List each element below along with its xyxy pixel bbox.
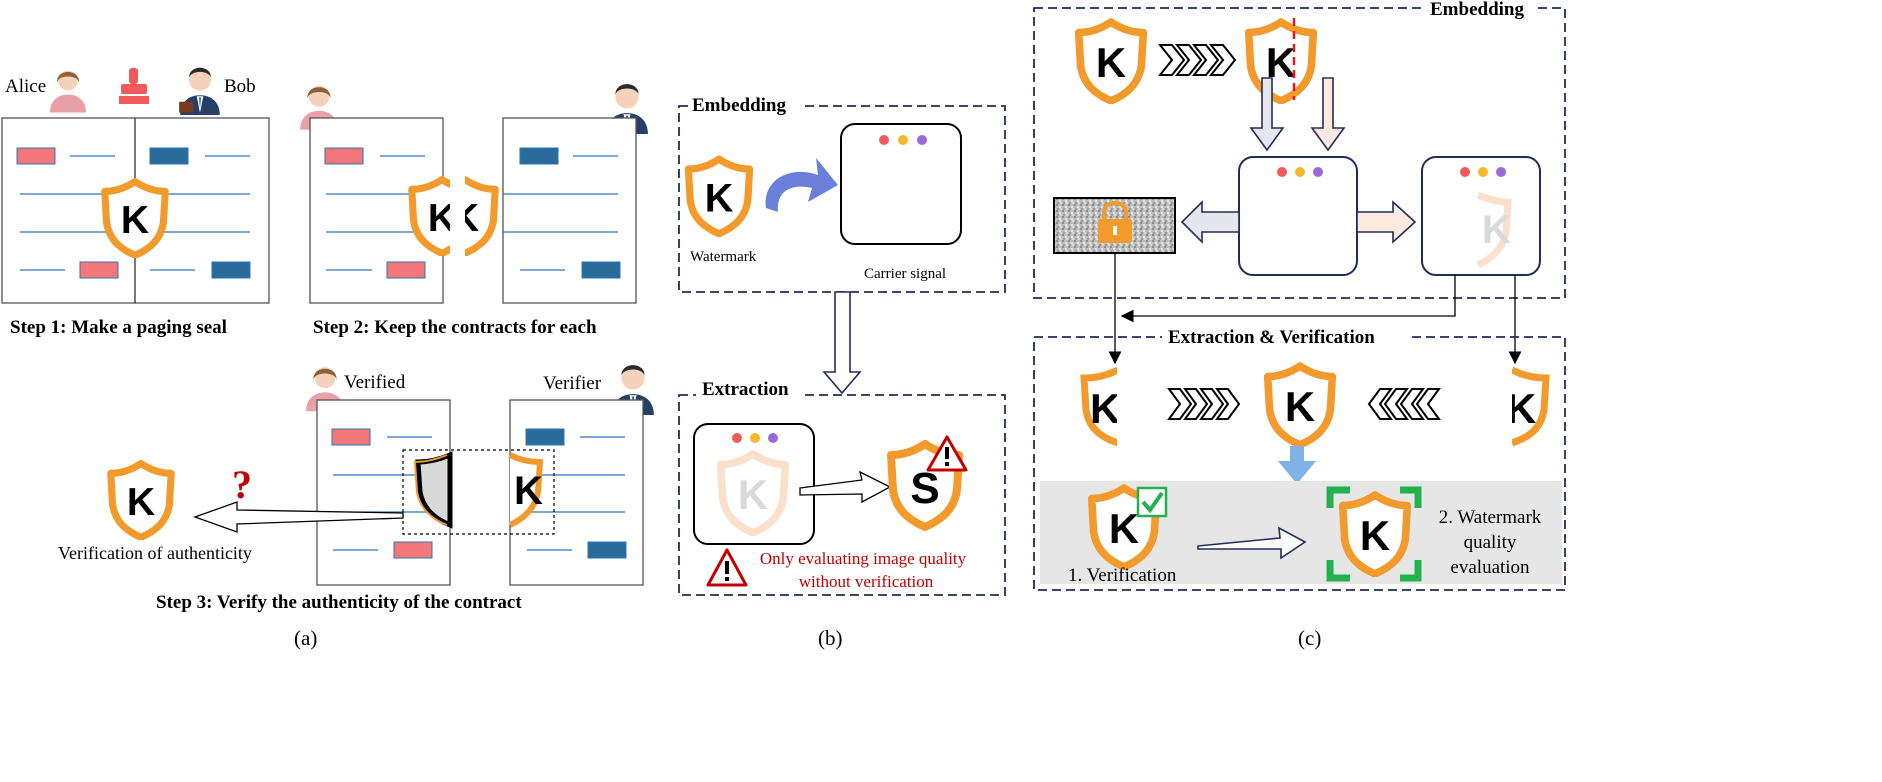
carrier-window-a	[1238, 156, 1358, 276]
left-half-shield-icon: K	[1080, 365, 1157, 449]
carrier-signal-label: Carrier signal	[864, 266, 946, 282]
extraction-title: Extraction	[702, 379, 789, 400]
extracted-image-window	[693, 423, 815, 545]
extraction-box	[678, 394, 1006, 596]
embedding-title: Embedding	[1430, 0, 1524, 20]
comparison-box	[402, 449, 555, 535]
quality-arrow	[1197, 526, 1307, 560]
bob-avatar	[179, 67, 220, 115]
faded-half-letter: K	[1482, 208, 1511, 252]
embedding-box	[1033, 7, 1566, 299]
joined-contract	[1, 117, 270, 304]
figure-canvas: K K	[1, 0, 1566, 650]
embed-right-arrow	[1310, 77, 1346, 152]
verified-label: Verified	[344, 372, 406, 393]
carrier-signal-window	[840, 123, 962, 245]
panel-a: Alice Bob Step 1: Make	[1, 67, 654, 650]
left-half-letter: K	[1090, 385, 1120, 432]
focus-frame-icon	[1326, 486, 1422, 582]
warning-icon	[926, 435, 968, 472]
verifier-contract: K	[508, 399, 644, 586]
check-icon	[1136, 486, 1168, 518]
panel-a-caption: (a)	[294, 626, 317, 650]
verification-of-authenticity-label: Verification of authenticity	[58, 543, 252, 563]
down-arrow-icon	[1278, 446, 1316, 484]
shield-k-icon	[105, 182, 165, 256]
shield-k-icon	[111, 464, 171, 538]
step3-label: Step 3: Verify the authenticity of the c…	[156, 592, 522, 613]
step1-label: Step 1: Make a paging seal	[10, 317, 227, 338]
shield-half-right-icon	[508, 452, 544, 528]
lock-icon	[1102, 201, 1128, 220]
bob-label: Bob	[224, 76, 256, 97]
right-half-shield-icon: K	[1474, 365, 1550, 449]
faded-half-shield-icon	[1476, 191, 1512, 269]
watermark-shield-icon	[688, 159, 749, 234]
panel-b-caption: (b)	[818, 626, 843, 650]
watermark-label: Watermark	[690, 249, 757, 265]
watermark-shield-icon	[1079, 22, 1144, 101]
quality-label-line-1: 2. Watermark	[1439, 507, 1542, 528]
panel-c: Embedding K	[1033, 0, 1566, 650]
verifier-label: Verifier	[543, 373, 602, 394]
flow-arrow-merge	[1120, 275, 1456, 323]
panel-b: Embedding Watermark Carrier signal Extra…	[678, 92, 1006, 650]
shield-half-letter: K	[514, 469, 543, 513]
faded-watermark-icon	[721, 454, 786, 533]
step2-label: Step 2: Keep the contracts for each	[313, 317, 597, 338]
embed-curved-arrow	[765, 158, 838, 212]
shield-half-left-icon	[412, 180, 472, 254]
warning-line-1: Only evaluating image quality	[760, 549, 967, 568]
verification-label: 1. Verification	[1068, 565, 1177, 586]
stamp-icon	[119, 68, 149, 104]
carrier-window-b: K	[1421, 156, 1541, 276]
chevron-right-icon	[1157, 44, 1237, 76]
panel-c-caption: (c)	[1298, 626, 1321, 650]
extraction-arrow	[799, 470, 892, 504]
encrypt-arrow	[1180, 200, 1240, 244]
hide-arrow	[1356, 200, 1417, 244]
verified-contract	[316, 399, 453, 586]
split-shield-icon	[1249, 22, 1314, 101]
embedding-title: Embedding	[692, 95, 786, 116]
reconstructed-shield-icon	[1268, 366, 1333, 445]
alice-contract-copy	[309, 117, 472, 304]
evaluated-shield-icon	[1343, 495, 1408, 574]
encrypted-noise-block	[1053, 197, 1176, 254]
bob-contract-copy	[435, 117, 637, 304]
alice-avatar	[50, 70, 86, 113]
warning-icon	[706, 548, 748, 587]
tampered-shield-letter: S	[910, 464, 939, 513]
warning-line-2: without verification	[799, 572, 934, 591]
quality-label-line-2: quality	[1464, 532, 1517, 553]
chevron-right-icon	[1167, 388, 1241, 420]
question-mark-icon: ?	[232, 462, 252, 507]
verification-arrow	[193, 501, 404, 533]
extraction-verification-title: Extraction & Verification	[1168, 327, 1375, 348]
embed-left-arrow	[1249, 77, 1285, 152]
embedding-to-extraction-arrow	[822, 291, 862, 395]
chevron-left-icon	[1367, 388, 1441, 420]
quality-label-line-3: evaluation	[1450, 557, 1530, 578]
alice-label: Alice	[5, 76, 46, 97]
